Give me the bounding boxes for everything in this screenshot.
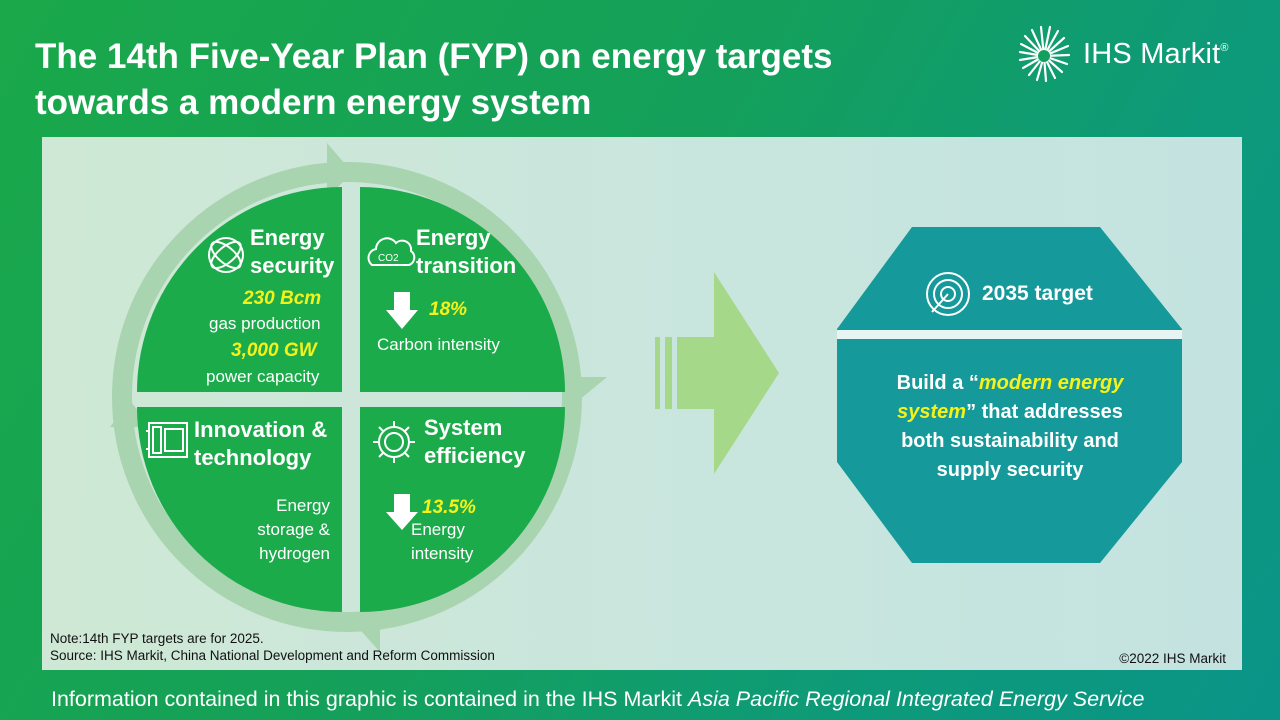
copyright: ©2022 IHS Markit (1119, 651, 1226, 666)
down-arrow-efficiency (386, 494, 418, 530)
logo-wordmark: IHS Markit® (1083, 38, 1229, 70)
innovation-title: Innovation & technology (194, 417, 328, 470)
octagon-divider (837, 330, 1182, 339)
security-label-gas: gas production (209, 314, 321, 333)
transition-title: Energy transition (416, 225, 517, 278)
ihs-markit-logo (1018, 25, 1071, 83)
gear-leaf-icon (373, 421, 415, 463)
security-value-power: 3,000 GW (231, 340, 317, 361)
quadrant-energy-security (137, 187, 342, 392)
efficiency-title: System efficiency (424, 415, 526, 468)
svg-text:CO2: CO2 (378, 253, 399, 264)
page-title: The 14th Five-Year Plan (FYP) on energy … (35, 34, 832, 126)
big-right-arrow (655, 272, 779, 474)
down-arrow-transition (386, 292, 418, 329)
efficiency-label: Energy intensity (411, 520, 474, 563)
target-octagon (837, 227, 1182, 563)
diagram-graphics: CO2 (110, 143, 1182, 652)
quadrant-energy-transition (360, 187, 565, 392)
efficiency-value: 13.5% (422, 497, 476, 518)
transition-label: Carbon intensity (377, 335, 500, 354)
target-title: 2035 target (982, 282, 1093, 305)
battery-storage-icon (146, 422, 188, 458)
diagram-panel: CO2 (42, 137, 1242, 670)
security-label-power: power capacity (206, 367, 320, 386)
atom-icon (208, 237, 244, 273)
co2-cloud-icon: CO2 (367, 237, 416, 266)
quadrant-innovation (137, 407, 342, 612)
source-note: Note:14th FYP targets are for 2025. Sour… (50, 631, 495, 663)
title-line-2: towards a modern energy system (35, 83, 592, 122)
security-value-gas: 230 Bcm (243, 288, 322, 309)
cycle-arrowhead-top (327, 143, 352, 199)
security-title: Energy security (250, 225, 335, 278)
innovation-label: Energy storage & hydrogen (257, 496, 330, 563)
title-line-1: The 14th Five-Year Plan (FYP) on energy … (35, 37, 833, 76)
transition-value: 18% (429, 299, 468, 320)
target-icon (926, 272, 970, 316)
target-description: Build a “modern energy system” that addr… (896, 372, 1124, 481)
footer-note: Information contained in this graphic is… (51, 687, 1145, 711)
quadrant-system-efficiency (360, 407, 565, 612)
